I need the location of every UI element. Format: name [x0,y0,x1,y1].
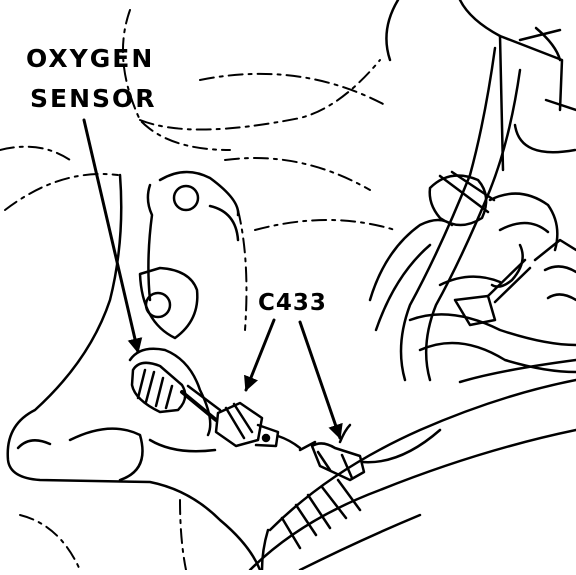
connector-c433-label: C433 [258,290,327,316]
hoses [368,46,576,384]
oxygen-sensor-label-line1: OXYGEN [26,44,155,73]
pointer-arrows [82,118,343,440]
arrow-c433-sensor-side [244,318,276,392]
mounting-bracket [138,170,240,340]
oxygen-sensor-label-line2: SENSOR [30,84,157,113]
arrow-c433-harness-side [298,320,343,440]
engine-outline-dashed [0,9,396,571]
sensor-connector [214,401,302,450]
exhaust-pipe [248,378,576,572]
arrow-oxygen-sensor [82,118,143,354]
top-frame [385,0,576,172]
oxygen-sensor [130,361,222,422]
harness-connector [298,423,442,482]
